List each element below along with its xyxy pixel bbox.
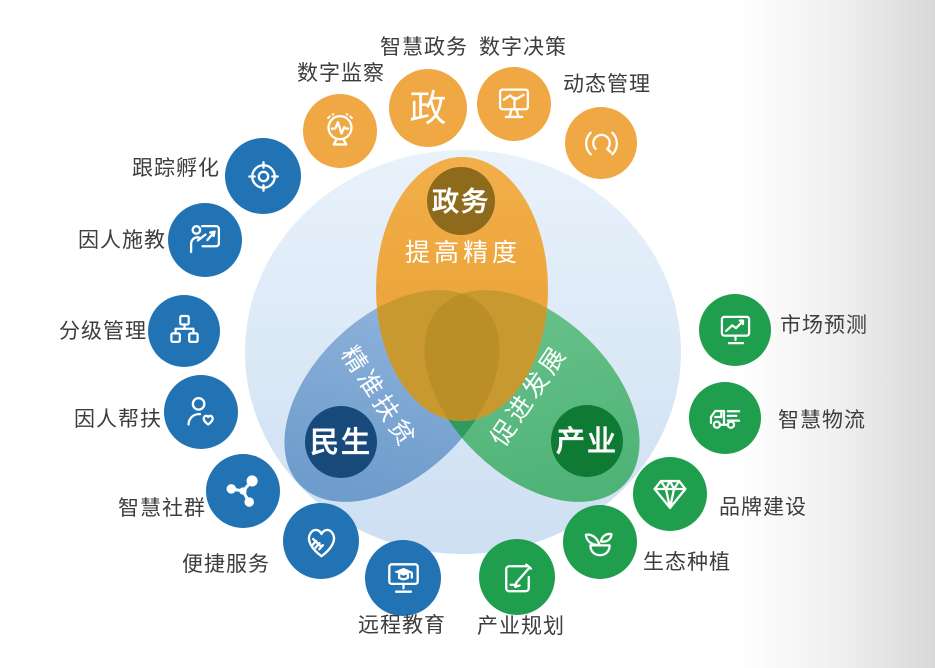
node-tailored-teaching: [168, 203, 242, 277]
badge-industry-label: 产业: [556, 425, 618, 458]
label-market-forecast: 市场预测: [780, 314, 868, 337]
badge-government-label: 政务: [432, 187, 490, 217]
label-smart-logistics: 智慧物流: [778, 409, 866, 432]
label-eco-planting: 生态种植: [643, 551, 731, 574]
refresh-icon: [584, 131, 618, 155]
label-industry-planning: 产业规划: [477, 615, 565, 638]
label-tiered-management: 分级管理: [59, 320, 147, 343]
pulse-monitor-icon: [327, 113, 353, 146]
node-digital-supervision: [303, 94, 377, 168]
label-smart-governance: 智慧政务: [380, 36, 468, 59]
node-smart-community: [206, 454, 280, 528]
node-personalized-aid: [164, 375, 238, 449]
badge-livelihood: [305, 406, 377, 478]
share-icon: [226, 475, 258, 507]
label-digital-supervision: 数字监察: [297, 62, 385, 85]
node-remote-education: [365, 540, 441, 616]
node-smart-governance: 政: [389, 69, 467, 147]
label-brand-building: 品牌建设: [719, 496, 807, 519]
handshake-icon: [307, 528, 335, 557]
node-brand-building: [633, 457, 707, 531]
elearning-icon: [387, 562, 419, 593]
person-heart-icon: [187, 396, 214, 426]
badge-industry: [551, 405, 623, 477]
label-convenient-service: 便捷服务: [182, 553, 270, 576]
badge-government: [427, 167, 495, 235]
diamond-icon: [653, 479, 687, 510]
plant-icon: [584, 532, 613, 557]
target-icon: [247, 160, 279, 192]
node-industry-planning: [479, 539, 555, 615]
tagline-government: 提高精度: [405, 239, 521, 267]
monitor-chart-icon: [498, 88, 530, 119]
label-remote-education: 远程教育: [358, 614, 446, 637]
node-market-forecast: [699, 294, 771, 366]
hierarchy-icon: [169, 314, 199, 343]
node-digital-decision: [477, 67, 551, 141]
node-smart-logistics: [689, 382, 761, 454]
label-digital-decision: 数字决策: [479, 36, 567, 59]
node-tiered-management: [148, 295, 220, 367]
monitor-trend-icon: [720, 315, 750, 344]
truck-icon: [709, 409, 740, 429]
node-eco-planting: [563, 505, 637, 579]
gov-character: 政: [409, 87, 447, 129]
badge-livelihood-label: 民生: [310, 426, 372, 459]
node-convenient-service: [283, 503, 359, 579]
label-smart-community: 智慧社群: [118, 497, 206, 520]
label-tracking-incubation: 跟踪孵化: [132, 157, 220, 180]
label-dynamic-management: 动态管理: [563, 73, 651, 96]
presentation-icon: [189, 224, 221, 254]
node-tracking-incubation: [225, 138, 301, 214]
document-pencil-icon: [504, 562, 532, 592]
label-personalized-aid: 因人帮扶: [74, 408, 162, 431]
node-dynamic-management: [565, 107, 637, 179]
label-tailored-teaching: 因人施教: [78, 229, 166, 252]
